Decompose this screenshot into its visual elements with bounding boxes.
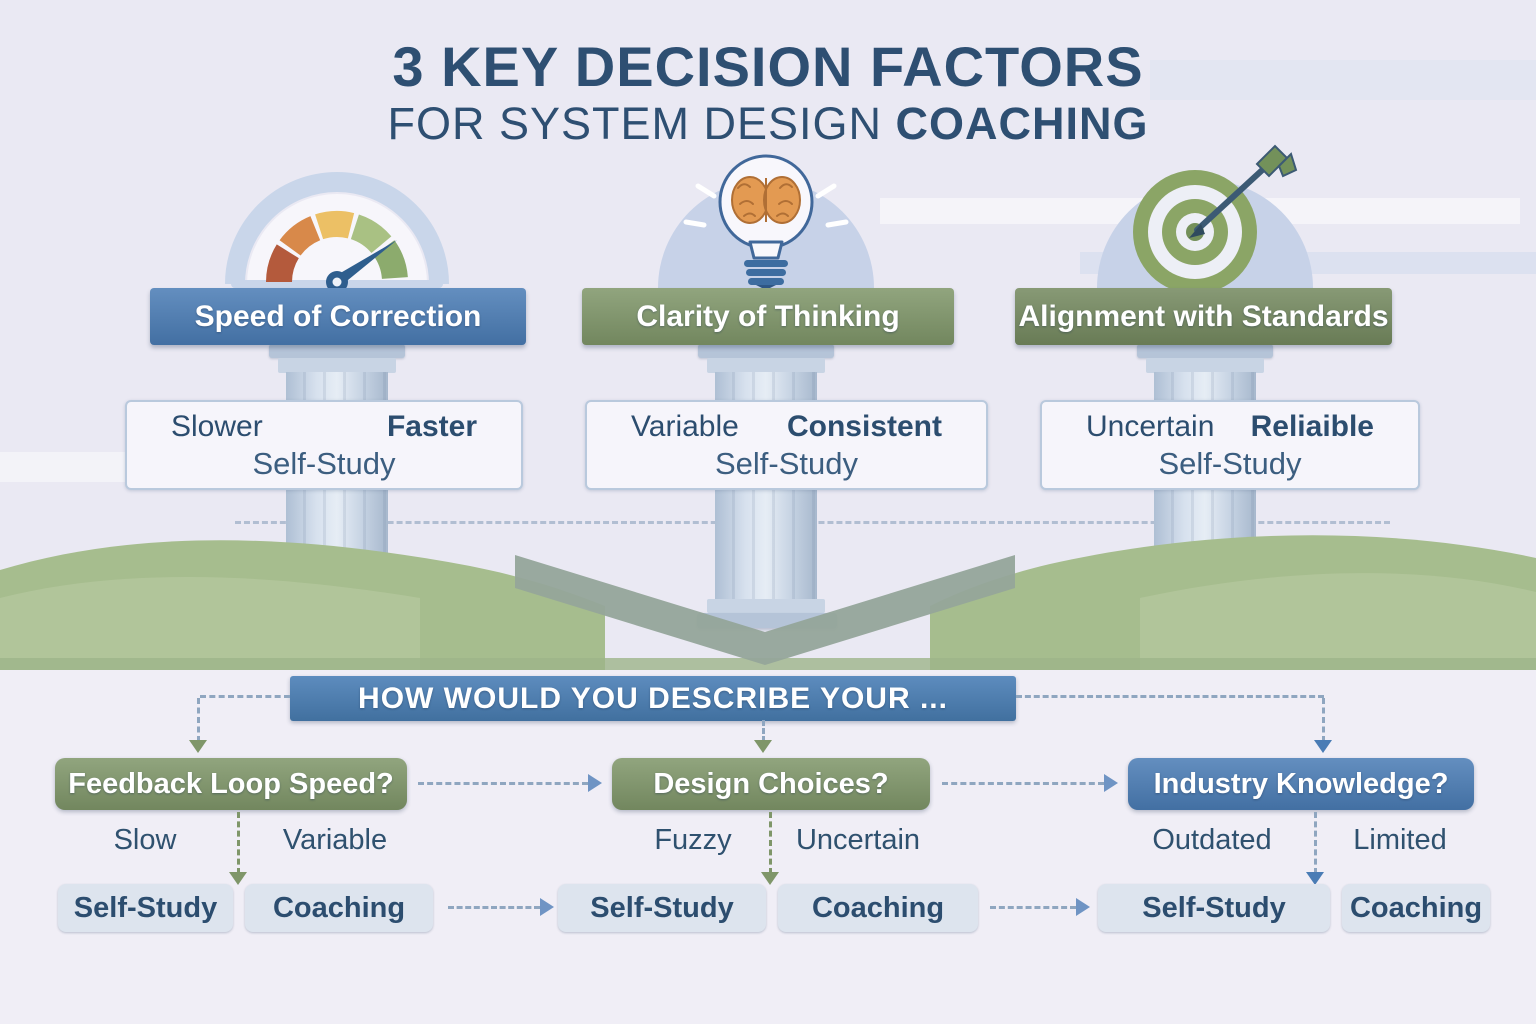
dashed-connector bbox=[1322, 698, 1325, 742]
comparison-row: Slower Faster bbox=[127, 402, 521, 444]
arrow-right-icon bbox=[540, 898, 554, 916]
pillar-capital bbox=[1137, 344, 1273, 358]
answer-label: Fuzzy bbox=[654, 824, 732, 856]
comparison-right-label: Faster bbox=[386, 410, 477, 443]
arrow-down-icon bbox=[1306, 872, 1324, 885]
question-feedback-loop-speed: Feedback Loop Speed? bbox=[55, 758, 407, 810]
method-label: Self-Study bbox=[714, 446, 858, 481]
page-title-line1: 3 KEY DECISION FACTORS bbox=[392, 35, 1144, 98]
dashed-connector bbox=[197, 698, 200, 742]
comparison-row: Variable Consistent bbox=[587, 402, 986, 444]
outcome-self-study: Self-Study bbox=[558, 884, 766, 932]
dashed-connector bbox=[990, 906, 1076, 909]
answer-label: Outdated bbox=[1152, 824, 1272, 856]
comparison-box-alignment: Uncertain Reliaible Self-Study bbox=[1040, 400, 1420, 490]
comparison-right-label: Consistent bbox=[786, 410, 942, 443]
gauge-icon bbox=[225, 172, 449, 292]
pillar-capital bbox=[1146, 358, 1264, 373]
arrow-right-icon bbox=[1104, 774, 1118, 792]
factor-header-speed: Speed of Correction bbox=[150, 288, 526, 345]
method-label: Self-Study bbox=[252, 446, 396, 481]
page-title-line2: FOR SYSTEM DESIGN COACHING bbox=[0, 98, 1536, 150]
pillar-capital bbox=[707, 358, 825, 373]
arrow-down-icon bbox=[189, 740, 207, 753]
pillar-base bbox=[707, 599, 825, 613]
factor-header-alignment: Alignment with Standards bbox=[1015, 288, 1392, 345]
pillar-capital bbox=[269, 344, 405, 358]
comparison-box-clarity: Variable Consistent Self-Study bbox=[585, 400, 988, 490]
dashed-connector bbox=[1314, 812, 1317, 874]
factor-header-clarity: Clarity of Thinking bbox=[582, 288, 954, 345]
dashed-connector bbox=[200, 695, 290, 698]
dashed-connector bbox=[942, 782, 1104, 785]
comparison-left-label: Slower bbox=[171, 410, 263, 443]
comparison-left-label: Uncertain bbox=[1086, 410, 1215, 443]
outcome-coaching: Coaching bbox=[1342, 884, 1490, 932]
landscape-hills bbox=[0, 535, 1536, 670]
arrow-right-icon bbox=[588, 774, 602, 792]
title-mid: SYSTEM DESIGN bbox=[498, 98, 896, 149]
answer-label: Uncertain bbox=[795, 824, 921, 856]
dashed-connector bbox=[1016, 695, 1324, 698]
answer-label: Slow bbox=[113, 824, 177, 856]
arrow-down-icon bbox=[1314, 740, 1332, 753]
outcome-coaching: Coaching bbox=[778, 884, 978, 932]
method-label: Self-Study bbox=[1158, 446, 1302, 481]
arrow-right-icon bbox=[1076, 898, 1090, 916]
arrow-down-icon bbox=[761, 872, 779, 885]
pillar-capital bbox=[278, 358, 396, 373]
outcome-self-study: Self-Study bbox=[1098, 884, 1330, 932]
question-banner: HOW WOULD YOU DESCRIBE YOUR ... bbox=[290, 676, 1016, 721]
dashed-connector bbox=[418, 782, 588, 785]
dashed-connector bbox=[237, 812, 240, 874]
comparison-right-label: Reliaible bbox=[1250, 410, 1374, 443]
answer-label: Limited bbox=[1353, 824, 1447, 856]
dashed-connector bbox=[762, 720, 765, 742]
bottom-section-background bbox=[0, 670, 1536, 1024]
title-emphasis: COACHING bbox=[895, 98, 1149, 149]
outcome-self-study: Self-Study bbox=[58, 884, 233, 932]
question-industry-knowledge: Industry Knowledge? bbox=[1128, 758, 1474, 810]
dashed-connector bbox=[769, 812, 772, 874]
brain-bulb-icon bbox=[658, 154, 874, 290]
comparison-row: Uncertain Reliaible bbox=[1042, 402, 1418, 444]
title-prefix: FOR bbox=[387, 98, 499, 149]
outcome-coaching: Coaching bbox=[245, 884, 433, 932]
pillar-capital bbox=[698, 344, 834, 358]
comparison-box-speed: Slower Faster Self-Study bbox=[125, 400, 523, 490]
question-design-choices: Design Choices? bbox=[612, 758, 930, 810]
arrow-down-icon bbox=[229, 872, 247, 885]
dashed-connector bbox=[448, 906, 540, 909]
answer-label: Variable bbox=[282, 824, 388, 856]
arrow-down-icon bbox=[754, 740, 772, 753]
target-icon bbox=[1097, 144, 1313, 290]
comparison-left-label: Variable bbox=[631, 410, 739, 443]
converge-arrow bbox=[515, 555, 1015, 665]
